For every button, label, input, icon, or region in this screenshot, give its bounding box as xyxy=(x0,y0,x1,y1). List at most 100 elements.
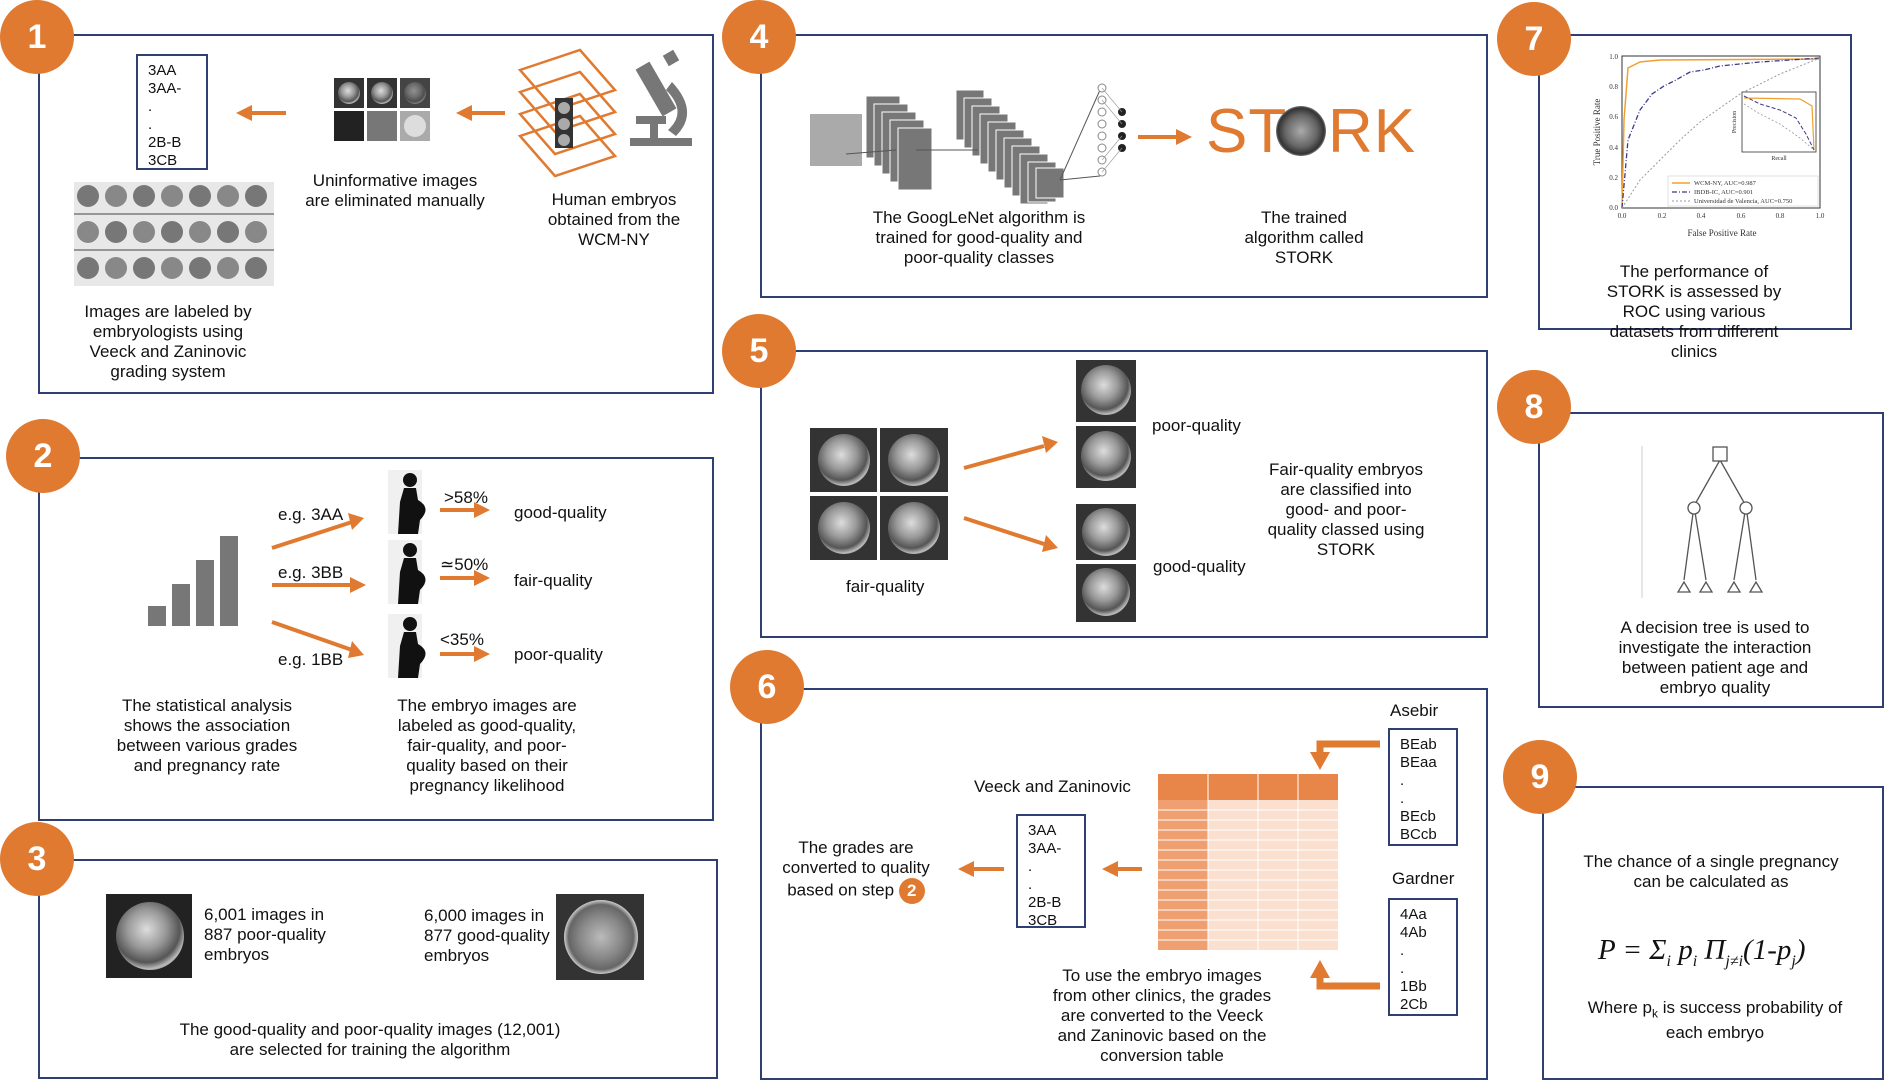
x-axis-label: False Positive Rate xyxy=(1688,228,1757,238)
decision-tree-caption: A decision tree is used to investigate t… xyxy=(1618,618,1812,697)
pregnant-woman-icon xyxy=(388,540,426,604)
y-tick: 0.8 xyxy=(1609,83,1618,91)
class-good: good-quality xyxy=(514,503,607,522)
grade-item: 4Ab xyxy=(1400,924,1427,941)
grade-item: 4Aa xyxy=(1400,906,1427,923)
grade-item: BEcb xyxy=(1400,808,1436,825)
panel-8 xyxy=(1538,412,1884,708)
grades-converted-caption: The grades are converted to quality base… xyxy=(776,838,936,904)
fair-quality-label: fair-quality xyxy=(846,577,925,596)
example-grade-1: e.g. 3AA xyxy=(278,505,344,524)
stork-logo-embryo xyxy=(1276,106,1326,156)
labeled-thumbnail-grid xyxy=(74,182,274,286)
grades-converted-text: The grades are converted to quality base… xyxy=(782,838,930,900)
grade-item: . xyxy=(1028,858,1033,875)
grade-item: 2B-B xyxy=(148,134,182,151)
step-badge-7: 7 xyxy=(1497,2,1571,76)
step-badge-1: 1 xyxy=(0,0,74,74)
grade-item: . xyxy=(1400,772,1405,789)
x-tick: 0.8 xyxy=(1776,212,1785,220)
roc-caption: The performance of STORK is assessed by … xyxy=(1606,262,1782,361)
grade-item: 3AA- xyxy=(1028,840,1062,857)
good-quality-images xyxy=(1076,504,1136,622)
pregnancy-chance-caption: The chance of a single pregnancy can be … xyxy=(1583,852,1839,891)
grade-item: . xyxy=(148,98,153,115)
good-quality-label: good-quality xyxy=(1153,557,1246,576)
step-badge-6: 6 xyxy=(730,650,804,724)
rate-high: >58% xyxy=(444,488,488,507)
uninformative-caption: Uninformative images are eliminated manu… xyxy=(305,171,485,210)
class-poor: poor-quality xyxy=(514,645,603,664)
inset-y-label: Precision xyxy=(1732,111,1738,133)
step-badge-3: 3 xyxy=(0,822,74,896)
roc-curve-wcm xyxy=(1621,58,1821,209)
grade-item: . xyxy=(1400,960,1405,977)
grade-list-box: 3AA 3AA- . . 2B-B 3CB xyxy=(136,54,208,170)
rate-low: <35% xyxy=(440,630,484,649)
panel-9 xyxy=(1542,786,1884,1080)
grade-item: BEab xyxy=(1400,736,1437,753)
step-2-reference-badge: 2 xyxy=(898,878,925,904)
y-tick: 0.4 xyxy=(1609,144,1618,152)
y-tick: 0.0 xyxy=(1609,204,1618,212)
fair-quality-image-grid xyxy=(810,428,948,560)
rate-mid: ≃50% xyxy=(440,555,489,574)
good-quality-embryo-image xyxy=(556,894,644,980)
grade-item: . xyxy=(148,116,153,133)
grade-item: . xyxy=(1400,942,1405,959)
x-tick: 1.0 xyxy=(1816,212,1825,220)
x-tick: 0.2 xyxy=(1658,212,1667,220)
grade-item: . xyxy=(1028,876,1033,893)
trained-caption: The trained algorithm called STORK xyxy=(1244,208,1364,267)
roc-curve-valencia xyxy=(1621,57,1821,209)
grade-item: 2Cb xyxy=(1400,996,1428,1013)
example-grade-2: e.g. 3BB xyxy=(278,563,344,582)
y-tick: 0.6 xyxy=(1609,113,1618,121)
pregnant-woman-icon xyxy=(388,614,426,678)
stork-logo-right: RK xyxy=(1328,97,1417,166)
step-badge-2: 2 xyxy=(6,419,80,493)
grade-item: 3AA xyxy=(1028,822,1057,839)
legend-valencia: Universidad de Valencia, AUC=0.750 xyxy=(1694,198,1792,205)
poor-quality-images xyxy=(1076,360,1136,488)
asebir-label: Asebir xyxy=(1390,701,1439,720)
poor-quality-embryo-image xyxy=(106,894,192,978)
success-probability-caption: Where pk is success probability of each … xyxy=(1587,998,1843,1043)
x-tick: 0.6 xyxy=(1737,212,1746,220)
poor-quality-count: 6,001 images in 887 poor-quality embryos xyxy=(204,905,326,964)
y-tick: 1.0 xyxy=(1609,53,1618,61)
grade-item: 3CB xyxy=(1028,912,1058,929)
stork-logo-left: ST xyxy=(1206,97,1288,166)
veeck-grade-box: 3AA 3AA- . . 2B-B 3CB xyxy=(1016,814,1086,929)
grade-item: 3CB xyxy=(148,152,178,169)
grade-item: 3AA xyxy=(148,62,177,79)
y-axis-label: True Positive Rate xyxy=(1592,99,1602,166)
pregnancy-formula: P = Σi pi Πj≠i(1-pj) xyxy=(1598,934,1806,970)
veeck-label: Veeck and Zaninovic xyxy=(974,777,1131,796)
grade-item: BEaa xyxy=(1400,754,1437,771)
good-quality-count: 6,000 images in 877 good-quality embryos xyxy=(424,906,550,965)
statistical-caption: The statistical analysis shows the assoc… xyxy=(116,696,298,775)
x-tick: 0.0 xyxy=(1618,212,1627,220)
pregnant-woman-icon xyxy=(388,470,426,534)
selected-caption: The good-quality and poor-quality images… xyxy=(179,1020,561,1059)
x-tick: 0.4 xyxy=(1697,212,1706,220)
poor-quality-label: poor-quality xyxy=(1152,416,1241,435)
fair-classification-caption: Fair-quality embryos are classified into… xyxy=(1267,460,1425,559)
step-badge-9: 9 xyxy=(1503,740,1577,814)
labeled-quality-caption: The embryo images are labeled as good-qu… xyxy=(397,696,577,795)
googlenet-caption: The GoogLeNet algorithm is trained for g… xyxy=(872,208,1086,267)
class-fair: fair-quality xyxy=(514,571,593,590)
inset-x-label: Recall xyxy=(1771,156,1787,162)
grade-item: BCcb xyxy=(1400,826,1437,843)
gardner-label: Gardner xyxy=(1392,869,1455,888)
